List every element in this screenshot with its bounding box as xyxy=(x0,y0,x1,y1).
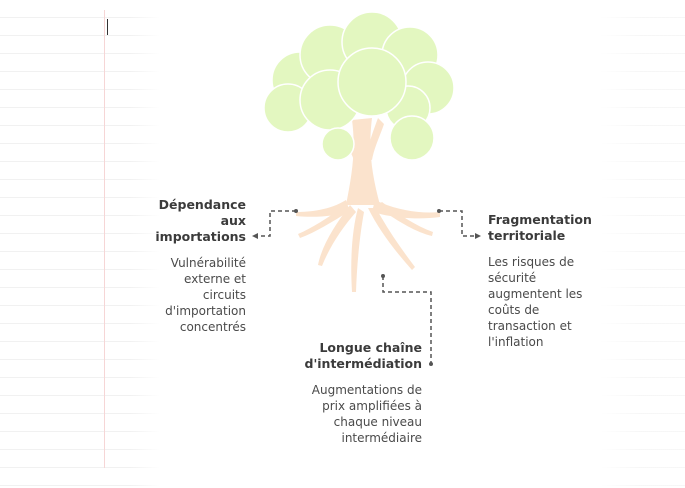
connector-right-dot xyxy=(437,209,441,213)
node-territorial-fragmentation: Fragmentation territoriale Les risques d… xyxy=(488,212,600,350)
connector-left xyxy=(256,210,296,237)
node-description: Vulnérabilité externe et circuits d'impo… xyxy=(165,256,246,334)
tree-foliage xyxy=(263,11,455,161)
connectors xyxy=(256,210,476,363)
node-description: Les risques de sécurité augmentent les c… xyxy=(488,255,583,349)
node-title: Longue chaîne d'intermédiation xyxy=(304,340,423,371)
text-cursor xyxy=(107,19,108,35)
connector-right-arrow xyxy=(475,233,481,239)
node-title: Dépendance aux importations xyxy=(155,197,246,244)
connector-right xyxy=(439,210,476,237)
connector-bottom xyxy=(382,276,432,363)
node-title: Fragmentation territoriale xyxy=(488,212,592,243)
connector-left-arrow xyxy=(252,233,258,239)
notebook-margin-line xyxy=(104,10,105,468)
node-intermediation-chain: Longue chaîne d'intermédiation Augmentat… xyxy=(300,340,423,446)
tree-trunk-and-roots xyxy=(296,118,440,292)
connector-left-dot xyxy=(294,209,298,213)
node-import-dependency: Dépendance aux importations Vulnérabilit… xyxy=(140,197,246,335)
node-description: Augmentations de prix amplifiées à chaqu… xyxy=(311,383,422,445)
connector-bottom-dot xyxy=(381,274,385,278)
connector-bottom-end xyxy=(429,362,433,366)
